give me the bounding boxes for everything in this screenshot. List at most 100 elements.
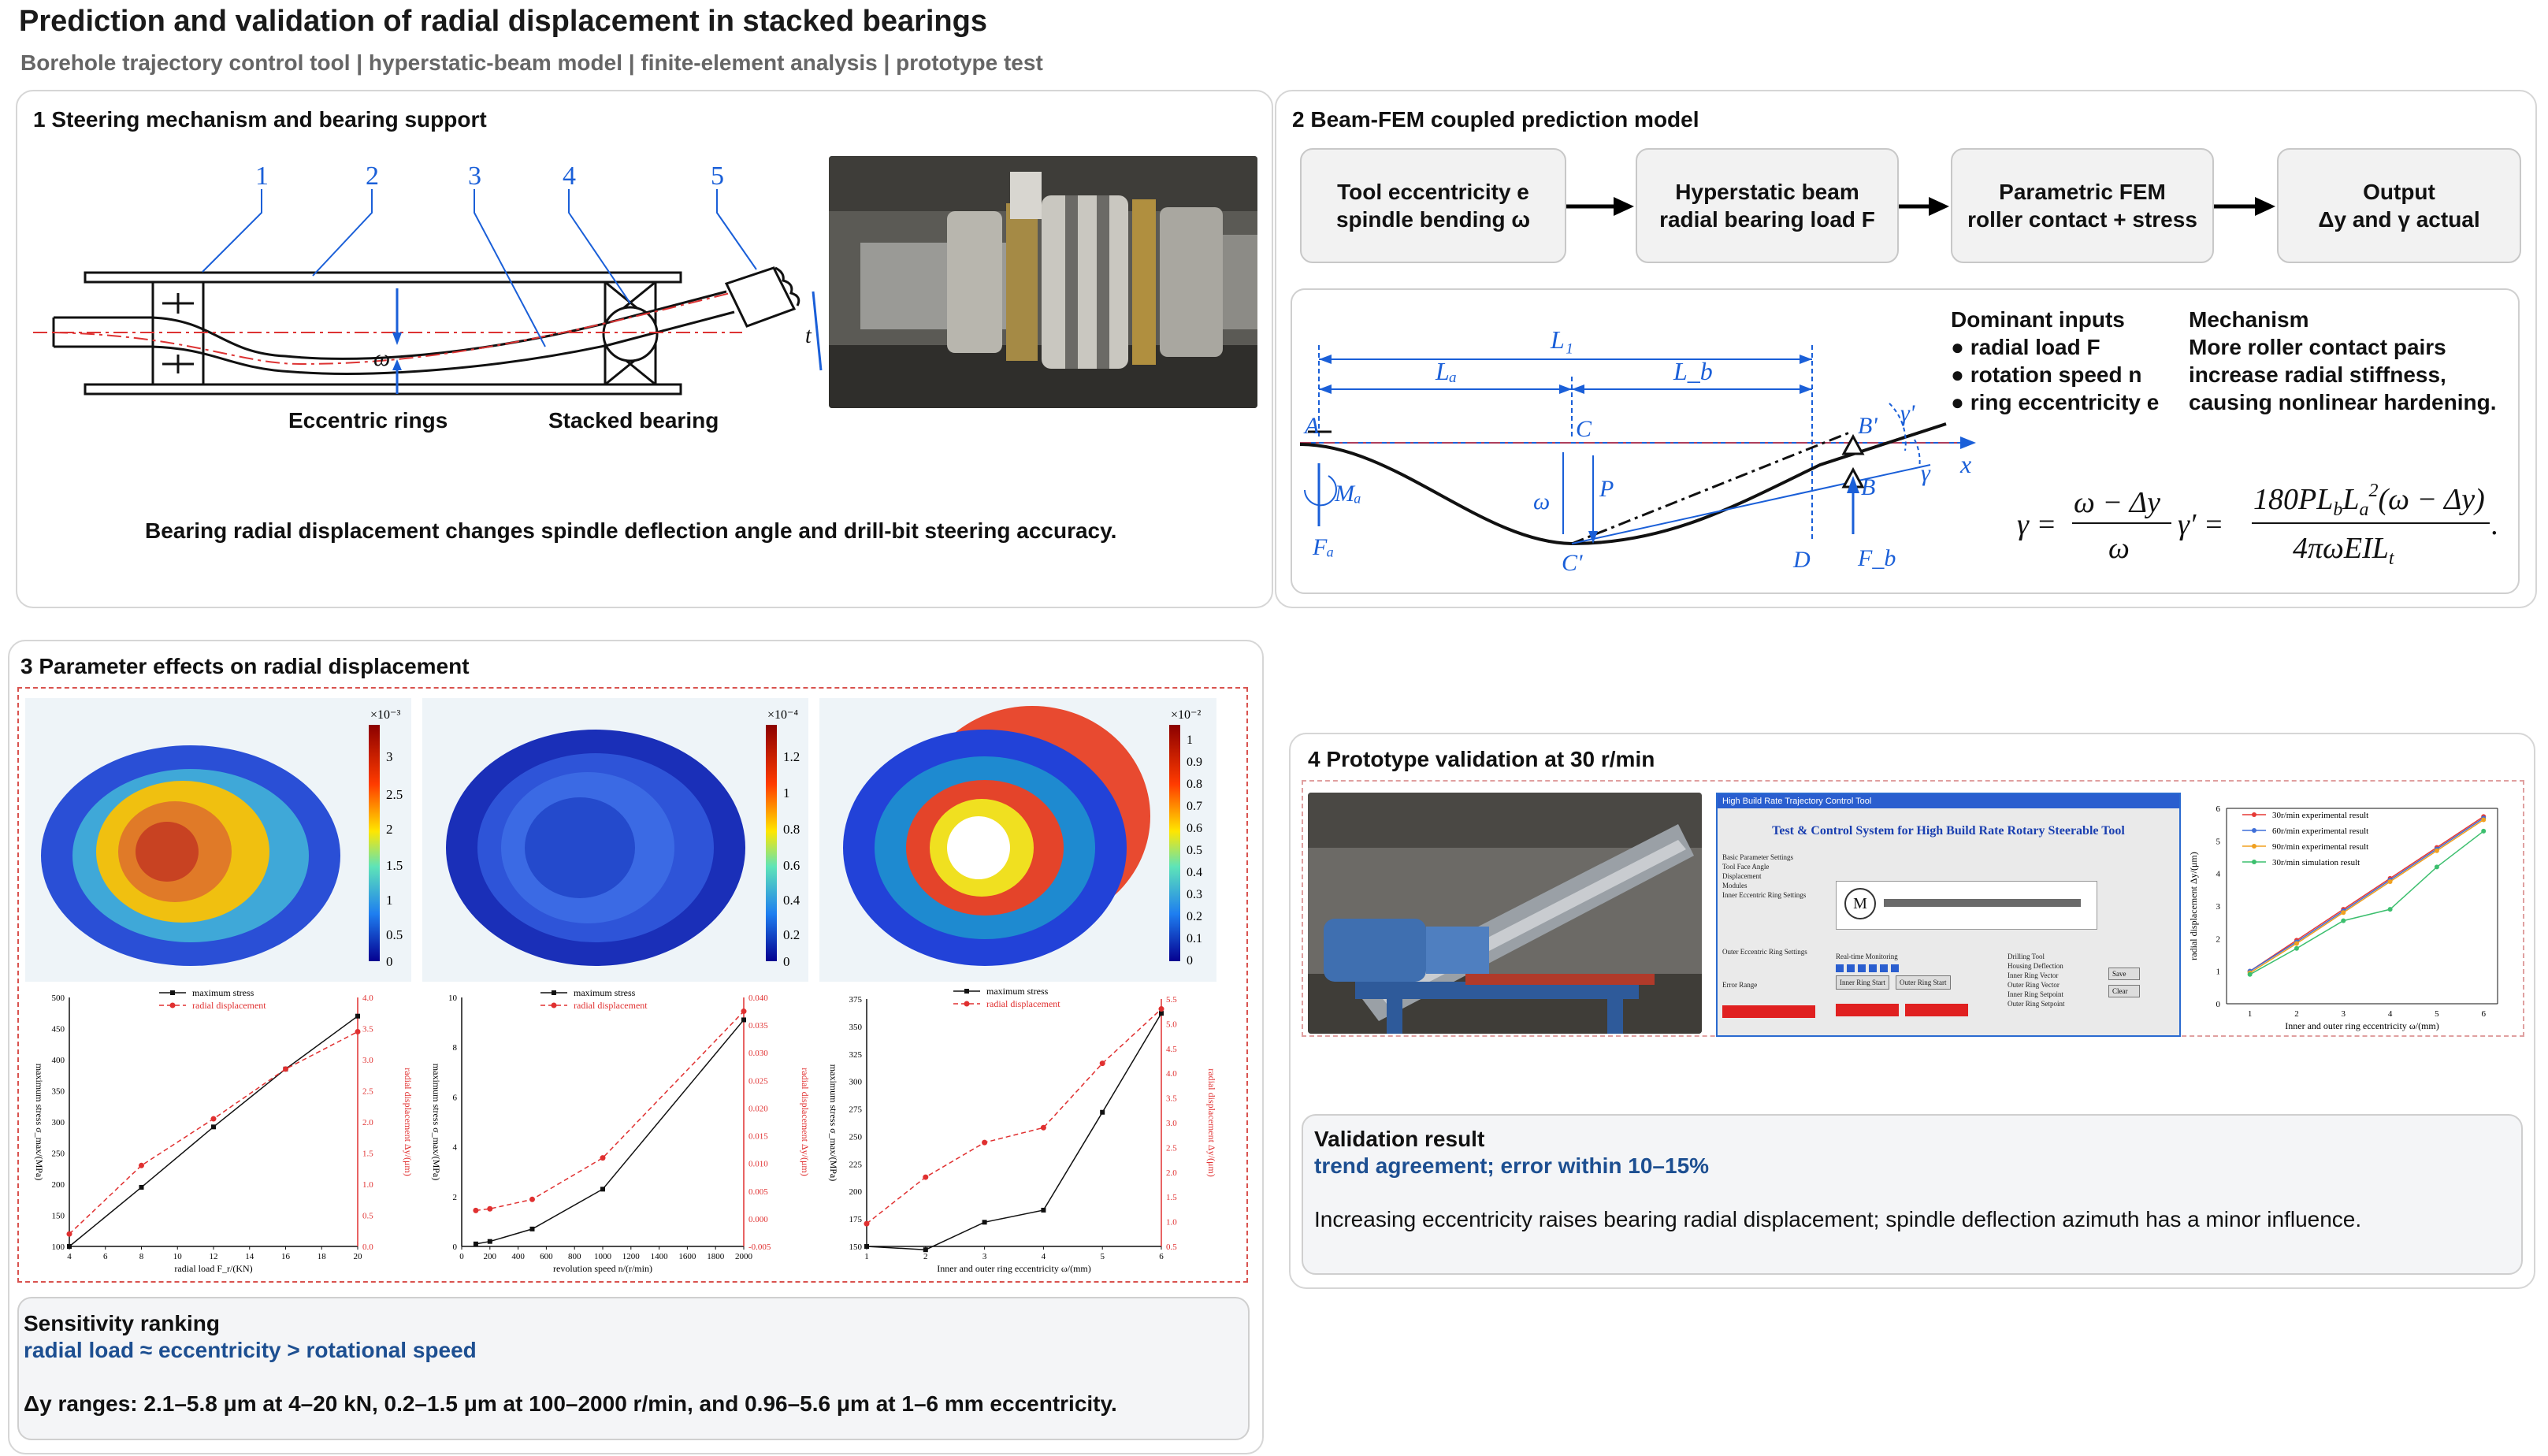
y2-tick-label: 3.5 bbox=[362, 1025, 373, 1034]
A-label: A bbox=[1303, 413, 1320, 439]
y-axis-label: maximum stress σ_max/(MPa) bbox=[431, 1064, 442, 1180]
software-readout-panel: Drilling Tool Housing Deflection Inner R… bbox=[2008, 953, 2065, 1008]
panel-prototype-validation: 4 Prototype validation at 30 r/min High … bbox=[1289, 733, 2535, 1289]
legend-displacement-marker bbox=[964, 1001, 970, 1007]
flow-step-fem: Parametric FEM roller contact + stress bbox=[1951, 148, 2214, 263]
outer-ring-start-button[interactable]: Outer Ring Start bbox=[1896, 975, 1951, 990]
y2-tick-label: 1.5 bbox=[1166, 1193, 1177, 1202]
y2-tick-label: 3.0 bbox=[1166, 1119, 1177, 1128]
gamma-label: γ bbox=[1921, 460, 1931, 486]
x-tick-label: 12 bbox=[210, 1252, 218, 1261]
displacement-point bbox=[473, 1207, 479, 1213]
y2-tick-label: 0.000 bbox=[748, 1215, 768, 1224]
panel-parameter-effects: 3 Parameter effects on radial displaceme… bbox=[8, 640, 1264, 1454]
x-tick-label: 10 bbox=[173, 1252, 183, 1261]
Ma-label: Mₐ bbox=[1334, 481, 1361, 507]
svg-text:0.3: 0.3 bbox=[1187, 888, 1202, 901]
y-tick-label: 200 bbox=[849, 1187, 863, 1197]
y-tick-label: 6 bbox=[2216, 804, 2221, 814]
flow-arrow-2 bbox=[1899, 197, 1949, 216]
x-tick-label: 1600 bbox=[678, 1252, 696, 1261]
x-tick-label: 3 bbox=[982, 1252, 987, 1261]
validation-point bbox=[2434, 848, 2439, 853]
legend-displacement-label: radial displacement bbox=[574, 1000, 648, 1011]
y2-axis-label: radial displacement Δy/(μm) bbox=[1206, 1068, 1216, 1176]
inner-ring-start-button[interactable]: Inner Ring Start bbox=[1836, 975, 1889, 990]
validation-point bbox=[2294, 941, 2299, 946]
legend-stress-label: maximum stress bbox=[574, 987, 636, 998]
svg-text:0: 0 bbox=[1187, 954, 1193, 968]
software-left-panel: Basic Parameter Settings Tool Face Angle… bbox=[1722, 852, 1833, 1026]
y-tick-label: 200 bbox=[52, 1180, 65, 1190]
svg-text:1.2: 1.2 bbox=[783, 749, 800, 764]
stress-point bbox=[67, 1244, 72, 1249]
flow-arrow-1 bbox=[1566, 197, 1634, 216]
C-label: C bbox=[1576, 416, 1592, 442]
svg-text:0.5: 0.5 bbox=[1187, 844, 1202, 857]
flow-arrow-3 bbox=[2214, 197, 2275, 216]
legend-label: 30r/min simulation result bbox=[2272, 858, 2360, 867]
validation-box: Validation result trend agreement; error… bbox=[1302, 1114, 2523, 1275]
x-tick-label: 20 bbox=[354, 1252, 363, 1261]
y-tick-label: 300 bbox=[52, 1118, 65, 1127]
Fb-label: F_b bbox=[1857, 545, 1896, 571]
part-label-1: 1 bbox=[255, 162, 269, 191]
clear-button[interactable]: Clear bbox=[2108, 985, 2140, 997]
part-label-3: 3 bbox=[468, 162, 481, 191]
y2-tick-label: 0.030 bbox=[748, 1049, 768, 1058]
panel4-title: 4 Prototype validation at 30 r/min bbox=[1308, 747, 1655, 771]
y-tick-label: 225 bbox=[849, 1160, 863, 1169]
y2-tick-label: 2.5 bbox=[1166, 1143, 1177, 1153]
y2-tick-label: 0.015 bbox=[748, 1132, 768, 1142]
legend-stress-marker bbox=[170, 990, 175, 995]
t-label: t bbox=[805, 324, 812, 348]
svg-text:0.9: 0.9 bbox=[1187, 756, 1202, 769]
control-software-window: High Build Rate Trajectory Control Tool … bbox=[1716, 793, 2181, 1037]
legend-marker bbox=[2252, 812, 2256, 817]
sensitivity-ranking: radial load ≈ eccentricity > rotational … bbox=[24, 1338, 477, 1362]
displacement-point bbox=[139, 1162, 144, 1168]
svg-text:0: 0 bbox=[386, 954, 393, 969]
y-axis-label: radial displacement Δy/(μm) bbox=[2188, 852, 2199, 960]
validation-series-line bbox=[2249, 817, 2484, 972]
y-tick-label: 375 bbox=[849, 995, 863, 1005]
y2-tick-label: -0.005 bbox=[748, 1242, 771, 1252]
Fa-label: Fₐ bbox=[1312, 534, 1334, 560]
P-label: P bbox=[1599, 476, 1614, 502]
x-tick-label: 1800 bbox=[707, 1252, 725, 1261]
stress-point bbox=[600, 1187, 605, 1192]
stress-point bbox=[1159, 1011, 1164, 1016]
x-tick-label: 6 bbox=[103, 1252, 108, 1261]
y2-tick-label: 1.5 bbox=[362, 1150, 373, 1159]
y-tick-label: 350 bbox=[849, 1023, 863, 1032]
y-axis-label: maximum stress σ_max/(MPa) bbox=[828, 1064, 839, 1181]
validation-highlight: trend agreement; error within 10–15% bbox=[1314, 1153, 1710, 1178]
validation-point bbox=[2481, 817, 2487, 823]
omega-label: ω bbox=[373, 345, 390, 371]
stress-point bbox=[1100, 1109, 1105, 1115]
x-tick-label: 1 bbox=[2248, 1009, 2253, 1019]
y2-tick-label: 0.010 bbox=[748, 1160, 768, 1169]
y2-tick-label: 5.0 bbox=[1166, 1020, 1177, 1029]
svg-text:0.5: 0.5 bbox=[386, 927, 403, 942]
eccentric-rings-label: Eccentric rings bbox=[288, 408, 448, 433]
sensitivity-heading: Sensitivity ranking bbox=[24, 1311, 220, 1335]
x-tick-label: 1400 bbox=[651, 1252, 669, 1261]
y-tick-label: 5 bbox=[2216, 837, 2221, 846]
fem-model-speed: ×10⁻⁴ 1.2 1 0.8 0.6 0.4 0.2 0 bbox=[422, 698, 808, 982]
y-tick-label: 250 bbox=[52, 1150, 65, 1159]
series-displacement-line bbox=[866, 1008, 1162, 1224]
save-button[interactable]: Save bbox=[2108, 968, 2140, 980]
y-axis-label: maximum stress σ_max/(MPa) bbox=[34, 1064, 45, 1180]
svg-text:1: 1 bbox=[386, 893, 393, 908]
y2-tick-label: 0.025 bbox=[748, 1076, 768, 1086]
validation-point bbox=[2247, 971, 2253, 977]
y-tick-label: 4 bbox=[453, 1143, 458, 1153]
x-tick-label: 8 bbox=[139, 1252, 144, 1261]
displacement-point bbox=[1040, 1124, 1046, 1131]
svg-text:.: . bbox=[2491, 508, 2499, 541]
beam-model-box: L₁ Lₐ L_b x P ω A bbox=[1291, 288, 2520, 594]
input-rotation-speed: ● rotation speed n bbox=[1951, 362, 2142, 387]
